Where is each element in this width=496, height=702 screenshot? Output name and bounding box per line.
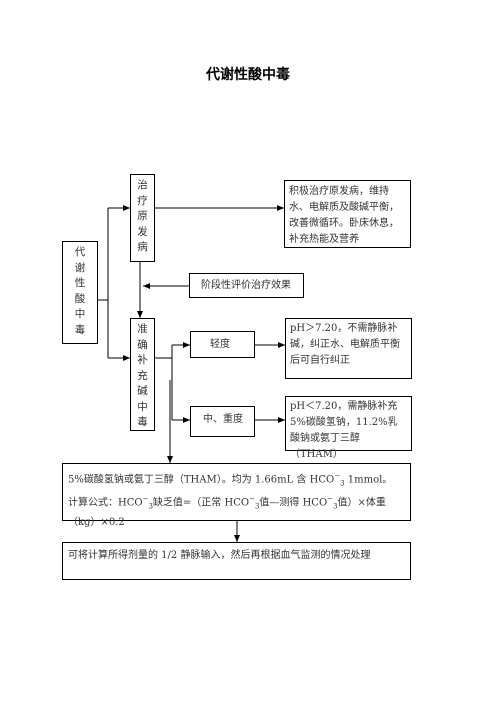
page-title: 代谢性酸中毒: [206, 67, 290, 83]
formula-line-1: 5%碳酸氢钠或氨丁三醇（THAM）。均为 1.66mL 含 HCO−3 1mmo…: [68, 472, 393, 488]
severe-detail-box: pH＜7.20，需静脉补充5%碳酸氢钠，11.2%乳酸钠或氨丁三醇（THAM）: [285, 396, 412, 460]
mild-box: 轻度: [190, 331, 255, 358]
formula-line-2: 计算公式：HCO−3缺乏值=（正常 HCO−3值—测得 HCO−3值）×体重（k…: [68, 495, 386, 528]
formula-box: 5%碳酸氢钠或氨丁三醇（THAM）。均为 1.66mL 含 HCO−3 1mmo…: [62, 463, 411, 528]
root-node: 代谢性酸中毒: [62, 241, 98, 344]
treat-detail-box: 积极治疗原发病，维持水、电解质及酸碱平衡，改善微循环。卧床休息，补充热能及营养: [284, 180, 411, 248]
final-box: 可将计算所得剂量的 1/2 静脉输入，然后再根据血气监测的情况处理: [62, 542, 411, 580]
alkali-node: 准确补充碱中毒: [130, 318, 155, 431]
evaluate-box: 阶段性评价治疗效果: [189, 273, 304, 298]
treat-node: 治疗原发病: [130, 174, 155, 262]
severe-box: 中、重度: [190, 406, 255, 437]
mild-detail-box: pH＞7.20，不需静脉补碱，纠正水、电解质平衡后可自行纠正: [285, 318, 412, 379]
